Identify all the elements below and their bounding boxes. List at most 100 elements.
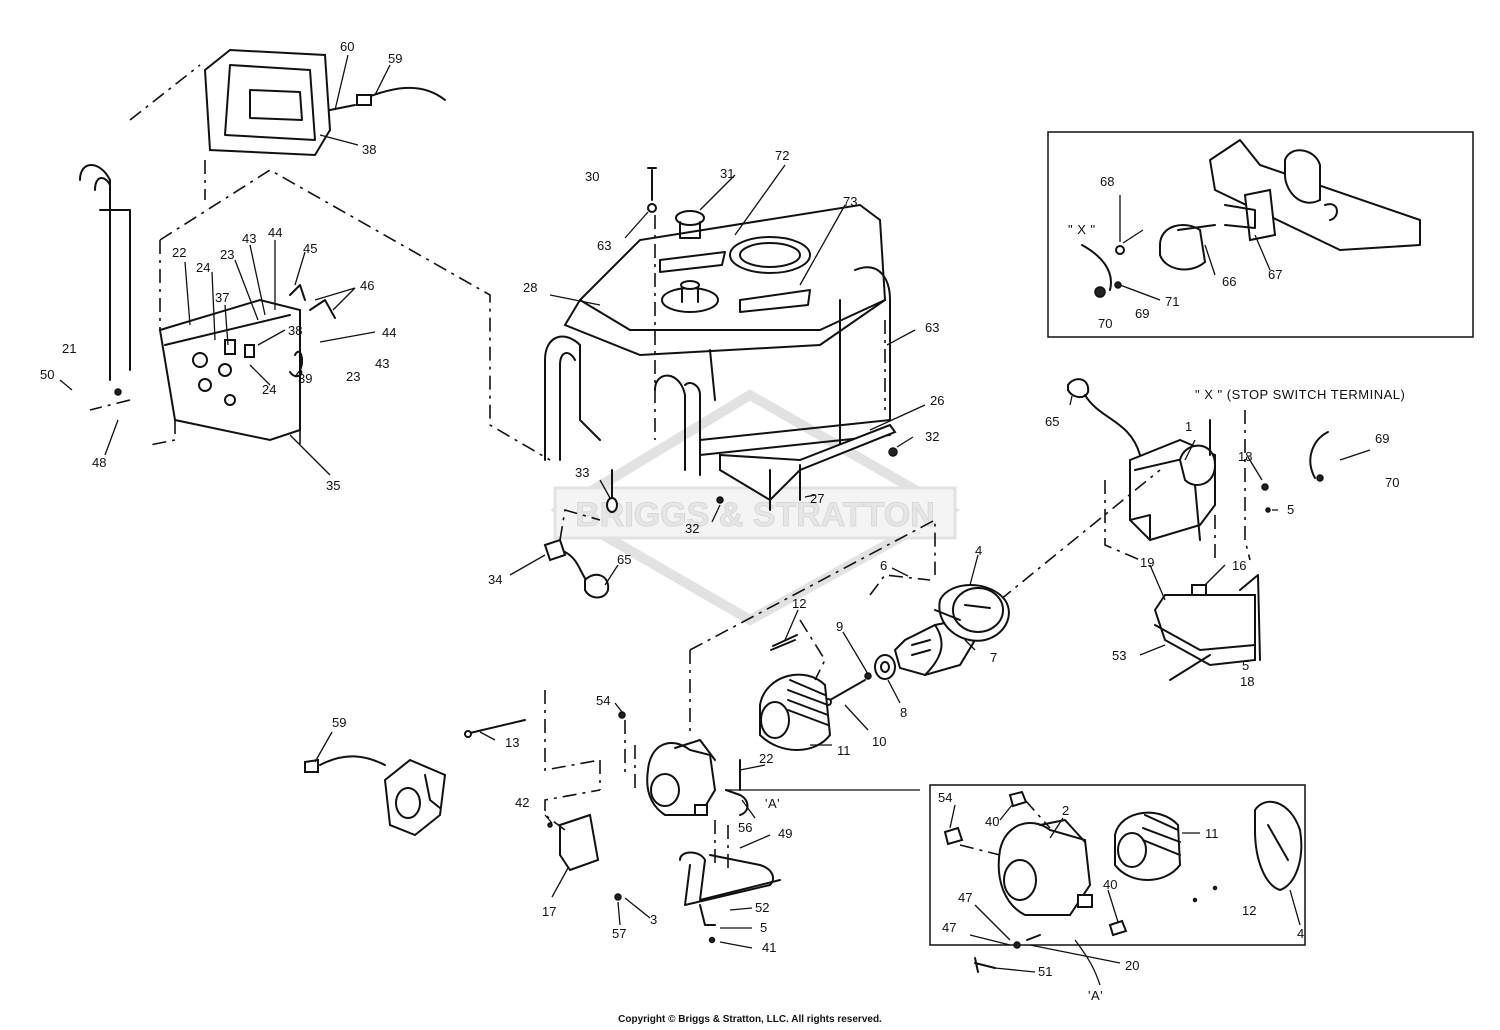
detail-ref-a-inset: 'A' <box>1088 988 1103 1003</box>
callout-43b: 43 <box>375 356 389 371</box>
callout-17: 17 <box>542 904 556 919</box>
callout-68: 68 <box>1100 174 1114 189</box>
callout-48: 48 <box>92 455 106 470</box>
callout-70: 70 <box>1098 316 1112 331</box>
callout-71: 71 <box>1165 294 1179 309</box>
inset-marker-x: " X " <box>1068 222 1096 237</box>
control-panel-group <box>79 48 551 461</box>
callout-59b: 59 <box>332 715 346 730</box>
callout-38: 38 <box>362 142 376 157</box>
callout-41: 41 <box>762 940 776 955</box>
callout-57: 57 <box>612 926 626 941</box>
callout-47b: 47 <box>942 920 956 935</box>
callout-42: 42 <box>515 795 529 810</box>
callout-8: 8 <box>900 705 907 720</box>
callout-32b: 32 <box>685 521 699 536</box>
callout-53: 53 <box>1112 648 1126 663</box>
callout-40: 40 <box>985 814 999 829</box>
callout-18: 18 <box>1238 449 1252 464</box>
stop-switch-inset <box>1047 131 1474 338</box>
callout-47: 47 <box>958 890 972 905</box>
watermark-logo: BRIGGS & STRATTON <box>550 389 961 626</box>
callout-12: 12 <box>792 596 806 611</box>
copyright-notice: Copyright © Briggs & Stratton, LLC. All … <box>618 1014 882 1025</box>
callout-34: 34 <box>488 572 502 587</box>
callout-67: 67 <box>1268 267 1282 282</box>
frame-fuel-tank-group <box>544 167 898 511</box>
callout-56: 56 <box>738 820 752 835</box>
callout-44b: 44 <box>382 325 396 340</box>
callout-10: 10 <box>872 734 886 749</box>
engine-group <box>999 378 1329 681</box>
callout-39: 39 <box>298 371 312 386</box>
leader-lines <box>59 54 1371 973</box>
callout-5c: 5 <box>760 920 767 935</box>
callout-28: 28 <box>523 280 537 295</box>
callout-23b: 23 <box>346 369 360 384</box>
callout-21: 21 <box>62 341 76 356</box>
callout-45: 45 <box>303 241 317 256</box>
callout-54b: 54 <box>938 790 952 805</box>
callout-43: 43 <box>242 231 256 246</box>
callout-27: 27 <box>810 491 824 506</box>
callout-22: 22 <box>172 245 186 260</box>
callout-33: 33 <box>575 465 589 480</box>
fuel-line-group <box>543 469 618 599</box>
callout-3: 3 <box>650 912 657 927</box>
callout-9: 9 <box>836 619 843 634</box>
callout-26: 26 <box>930 393 944 408</box>
callout-7: 7 <box>990 650 997 665</box>
callout-23: 23 <box>220 247 234 262</box>
callout-5: 5 <box>1287 502 1294 517</box>
callout-2: 2 <box>1062 803 1069 818</box>
callout-labels: 60 59 38 22 24 23 43 44 45 46 37 38 44 2… <box>40 39 1405 1003</box>
callout-72: 72 <box>775 148 789 163</box>
watermark-text: BRIGGS & STRATTON <box>575 496 935 534</box>
callout-6: 6 <box>880 558 887 573</box>
callout-19: 19 <box>1140 555 1154 570</box>
callout-4b: 4 <box>1297 926 1304 941</box>
callout-11b: 11 <box>1205 826 1219 841</box>
callout-60: 60 <box>340 39 354 54</box>
callout-54: 54 <box>596 693 610 708</box>
detail-a-inset <box>929 784 1306 986</box>
callout-46: 46 <box>360 278 374 293</box>
generator-group <box>304 518 1010 944</box>
callout-1: 1 <box>1185 419 1192 434</box>
callout-63b: 63 <box>925 320 939 335</box>
callout-38b: 38 <box>288 323 302 338</box>
callout-73: 73 <box>843 194 857 209</box>
callout-65b: 65 <box>1045 414 1059 429</box>
stop-switch-caption: " X " (STOP SWITCH TERMINAL) <box>1195 387 1405 402</box>
callout-30: 30 <box>585 169 599 184</box>
callout-69b: 69 <box>1375 431 1389 446</box>
callout-70b: 70 <box>1385 475 1399 490</box>
callout-66: 66 <box>1222 274 1236 289</box>
callout-65: 65 <box>617 552 631 567</box>
callout-69: 69 <box>1135 306 1149 321</box>
callout-63: 63 <box>597 238 611 253</box>
callout-50: 50 <box>40 367 54 382</box>
callout-22b: 22 <box>759 751 773 766</box>
callout-24b: 24 <box>262 382 276 397</box>
callout-18b: 18 <box>1240 674 1254 689</box>
callout-13: 13 <box>505 735 519 750</box>
callout-44: 44 <box>268 225 282 240</box>
callout-4: 4 <box>975 543 982 558</box>
callout-49: 49 <box>778 826 792 841</box>
callout-24: 24 <box>196 260 210 275</box>
callout-20: 20 <box>1125 958 1139 973</box>
callout-52: 52 <box>755 900 769 915</box>
callout-40b: 40 <box>1103 877 1117 892</box>
callout-37: 37 <box>215 290 229 305</box>
callout-5b: 5 <box>1242 658 1249 673</box>
callout-12b: 12 <box>1242 903 1256 918</box>
callout-35: 35 <box>326 478 340 493</box>
detail-ref-a: 'A' <box>765 796 780 811</box>
callout-32: 32 <box>925 429 939 444</box>
callout-16: 16 <box>1232 558 1246 573</box>
callout-59: 59 <box>388 51 402 66</box>
callout-11: 11 <box>837 743 851 758</box>
